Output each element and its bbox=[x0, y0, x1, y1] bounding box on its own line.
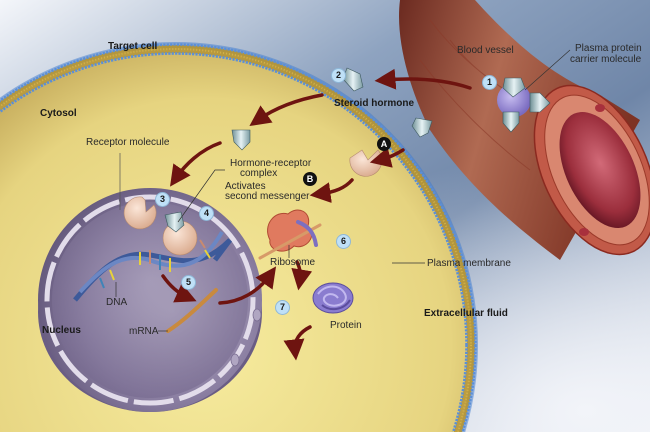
carrier-leader-line bbox=[524, 49, 571, 91]
receptor-molecule bbox=[123, 196, 157, 230]
arrow-vessel-to-hormone bbox=[374, 68, 472, 90]
step-badge-5: 5 bbox=[181, 275, 196, 290]
membrane-inner-heads bbox=[0, 52, 468, 432]
label-plasma-membrane: Plasma membrane bbox=[427, 258, 511, 269]
nuclear-envelope bbox=[44, 194, 256, 406]
cytosol-steroid-hormone bbox=[231, 129, 251, 151]
label-cytosol: Cytosol bbox=[40, 108, 77, 119]
step-badge-1: 1 bbox=[482, 75, 497, 90]
step-badge-4: 4 bbox=[199, 206, 214, 221]
label-plasma-protein-2: carrier molecule bbox=[570, 54, 642, 65]
protein bbox=[312, 282, 354, 314]
arrow-out-of-nucleus bbox=[218, 266, 277, 305]
arrow-5 bbox=[161, 274, 197, 303]
hormone-receptor-complex bbox=[162, 211, 198, 256]
label-protein: Protein bbox=[330, 320, 362, 331]
mrna-strand bbox=[166, 288, 218, 333]
arrow-A bbox=[369, 147, 405, 168]
nucleus bbox=[38, 188, 262, 412]
arrow-7 bbox=[283, 325, 312, 361]
bound-hormone bbox=[502, 111, 520, 133]
label-activates-1: Activates bbox=[225, 181, 266, 192]
label-ribosome: Ribosome bbox=[270, 257, 316, 268]
dna-helix bbox=[73, 231, 232, 302]
bound-hormone bbox=[502, 77, 526, 98]
arrow-B bbox=[309, 178, 354, 204]
step-badge-3: 3 bbox=[155, 192, 170, 207]
nuclear-pore bbox=[252, 308, 262, 322]
label-dna: DNA bbox=[106, 297, 128, 308]
complex-leader-line bbox=[177, 169, 225, 223]
bound-hormone bbox=[164, 211, 185, 233]
nuclear-pore bbox=[230, 353, 240, 367]
free-steroid-hormone bbox=[411, 117, 433, 138]
label-mrna: mRNA bbox=[129, 326, 159, 337]
bound-hormone bbox=[529, 92, 551, 113]
label-hormone-receptor-complex-1: Hormone-receptor bbox=[230, 158, 312, 169]
label-receptor-molecule: Receptor molecule bbox=[86, 137, 170, 148]
arrow-into-cell bbox=[249, 93, 324, 127]
label-activates-2: second messenger bbox=[225, 191, 310, 202]
arrow-6 bbox=[291, 260, 313, 291]
plasma-protein-carrier-molecule bbox=[497, 77, 551, 133]
pathway-arrows bbox=[161, 68, 472, 361]
label-plasma-protein-1: Plasma protein bbox=[575, 43, 642, 54]
step-badge-2: 2 bbox=[331, 68, 346, 83]
label-hormone-receptor-complex-2: complex bbox=[240, 168, 278, 179]
arrow-to-nucleus bbox=[170, 141, 222, 187]
alt-step-badge-b: B bbox=[303, 172, 317, 186]
label-target-cell: Target cell bbox=[108, 41, 158, 52]
label-extracellular-fluid: Extracellular fluid bbox=[424, 308, 508, 319]
ribosome bbox=[258, 209, 322, 260]
blood-vessel bbox=[399, 0, 650, 260]
label-blood-vessel: Blood vessel bbox=[457, 45, 514, 56]
step-badge-7: 7 bbox=[275, 300, 290, 315]
label-nucleus: Nucleus bbox=[42, 325, 81, 336]
step-badge-6: 6 bbox=[336, 234, 351, 249]
membrane-outer-heads bbox=[0, 43, 477, 432]
alt-step-badge-a: A bbox=[377, 137, 391, 151]
label-steroid-hormone: Steroid hormone bbox=[334, 98, 415, 109]
